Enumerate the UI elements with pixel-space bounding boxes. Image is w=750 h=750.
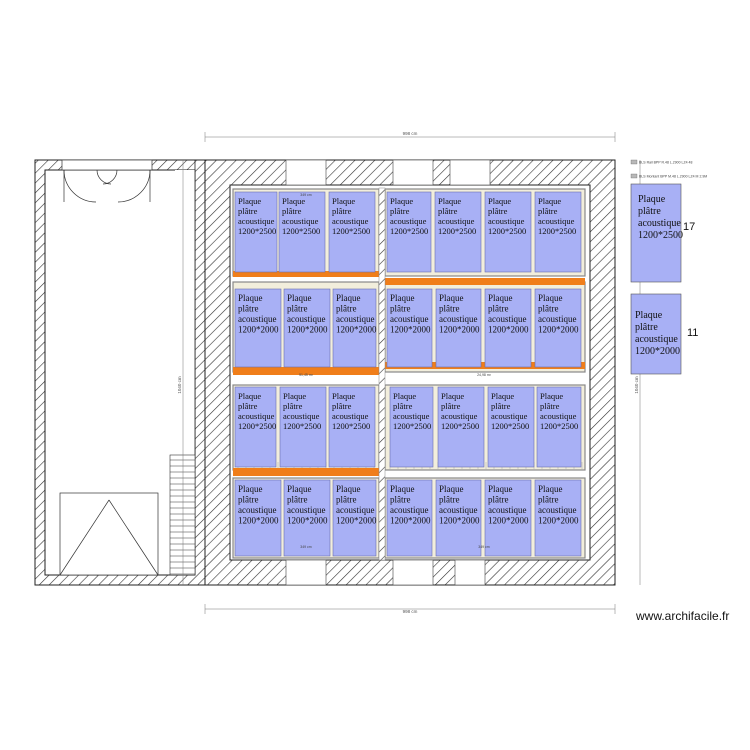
area-label-right: 24,98 m² xyxy=(477,373,492,377)
orange-joist xyxy=(233,367,379,375)
legend-2500-l4: 1200*2500 xyxy=(638,230,683,241)
legend-rail-label: BLS Rail BPP R.48 L.2900 LZ4 48 xyxy=(639,161,692,165)
legend-swatch-rail xyxy=(630,159,638,165)
legend-swatch-montant xyxy=(630,173,638,179)
staircase xyxy=(169,454,196,576)
legend-count-2000: 11 xyxy=(687,327,698,339)
left-annex: 1040 cm xyxy=(34,159,206,586)
area-label-left: 51,45 m² xyxy=(299,373,314,377)
legend-2500-l1: Plaque xyxy=(638,194,666,205)
dim-top: 998 cm xyxy=(403,131,418,136)
legend-2000-l1: Plaque xyxy=(635,310,663,321)
dim-bay-bottom-left: 349 cm xyxy=(300,545,312,549)
orange-joist xyxy=(233,468,379,476)
legend-2500-l3: acoustique xyxy=(638,218,681,229)
legend: BLS Rail BPP R.48 L.2900 LZ4 48 BLS Mont… xyxy=(630,159,707,375)
dim-left-height: 1040 cm xyxy=(177,376,182,394)
legend-count-2500: 17 xyxy=(683,221,695,233)
dim-bay-top-left: 349 cm xyxy=(300,193,312,197)
center-partition xyxy=(378,187,386,561)
legend-2500-l2: plâtre xyxy=(638,206,661,217)
dim-right-height: 1040 cm xyxy=(634,376,639,394)
legend-2000-l2: plâtre xyxy=(635,322,658,333)
orange-joist xyxy=(385,278,585,285)
dim-bay-bottom-right: 349 cm xyxy=(478,545,490,549)
legend-2000-l3: acoustique xyxy=(635,334,678,345)
legend-montant-label: BLS Montant BPP M.48 L.2900 LZ4 M 2.9M xyxy=(639,175,707,179)
watermark: www.archifacile.fr xyxy=(636,609,730,623)
orange-joist xyxy=(233,271,379,277)
legend-2000-l4: 1200*2000 xyxy=(635,346,680,357)
entry-double-door xyxy=(61,159,153,203)
garage-door xyxy=(59,492,159,576)
dim-bottom: 998 cm xyxy=(403,609,418,614)
